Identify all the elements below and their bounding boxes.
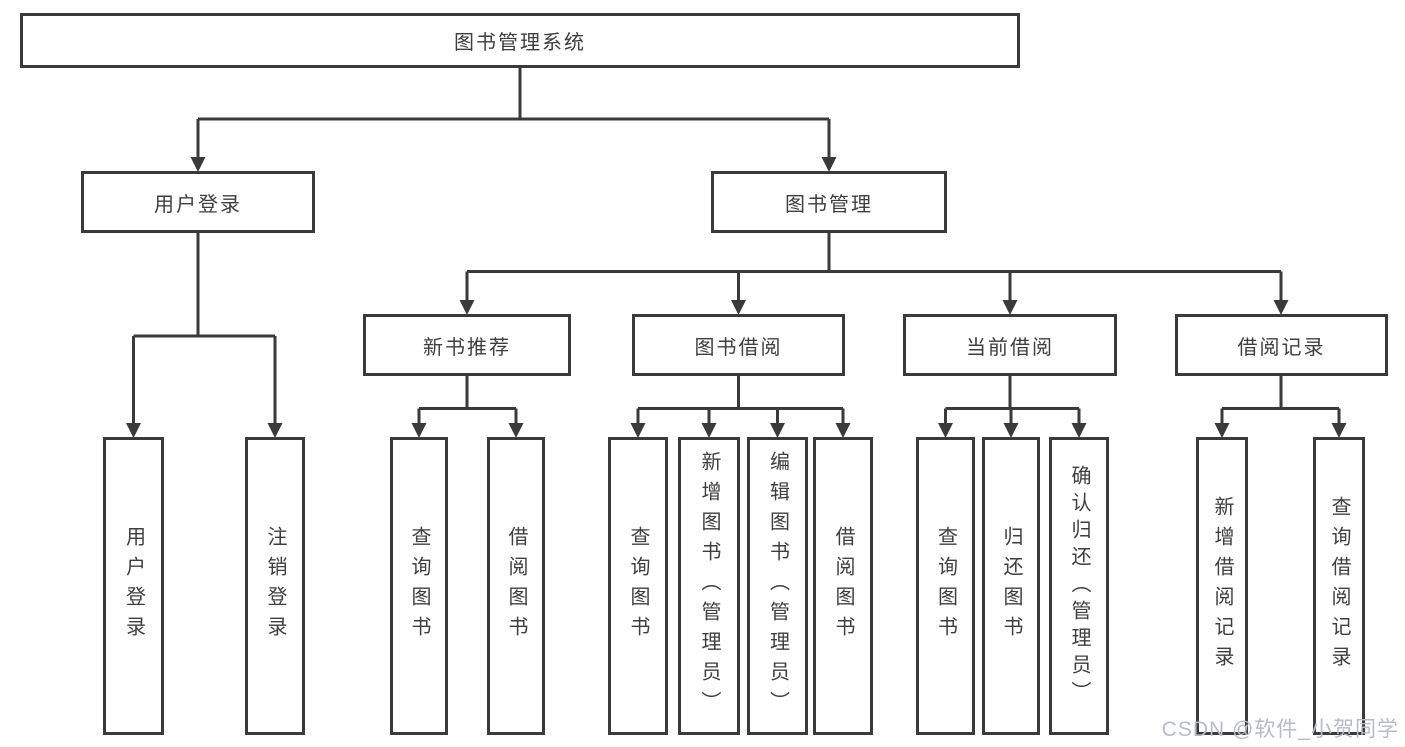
arrowhead-down xyxy=(267,423,283,438)
connector-user-login-to-leaves xyxy=(126,233,283,438)
node-label: 查询图书 xyxy=(408,526,430,646)
node-leaf-cb-return: 归还图书 xyxy=(982,437,1040,735)
node-label: 借阅图书 xyxy=(832,526,854,646)
arrowhead-down xyxy=(835,423,851,438)
node-leaf-bb-borrow: 借阅图书 xyxy=(813,437,873,735)
node-leaf-br-add: 新增借阅记录 xyxy=(1196,437,1248,735)
node-leaf-bb-add: 新增图书（管理员） xyxy=(678,437,740,735)
arrowhead-down xyxy=(1273,300,1289,315)
node-label: 编辑图书（管理员） xyxy=(766,451,789,721)
node-new-book-rec: 新书推荐 xyxy=(363,314,571,376)
node-label: 归还图书 xyxy=(1000,526,1022,646)
node-book-mgmt: 图书管理 xyxy=(711,171,947,233)
node-label: 借阅图书 xyxy=(505,526,527,646)
connector-book-mgmt-to-level3 xyxy=(459,233,1289,315)
arrowhead-down xyxy=(630,423,646,438)
node-leaf-br-query: 查询借阅记录 xyxy=(1313,437,1365,735)
connector-borrow-record-to-leaves xyxy=(1214,376,1347,438)
arrowhead-down xyxy=(508,423,524,438)
arrowhead-down xyxy=(701,423,717,438)
connector-new-book-to-leaves xyxy=(411,376,524,438)
node-leaf-cb-query: 查询图书 xyxy=(916,437,975,735)
node-root: 图书管理系统 xyxy=(20,13,1020,68)
node-leaf-user-login: 用户登录 xyxy=(103,437,164,735)
node-leaf-bb-query: 查询图书 xyxy=(608,437,668,735)
arrowhead-down xyxy=(459,300,475,315)
node-label: 查询图书 xyxy=(934,526,957,646)
node-leaf-nb-query: 查询图书 xyxy=(390,437,448,735)
arrowhead-down xyxy=(1214,423,1230,438)
node-label: 新增图书（管理员） xyxy=(698,451,720,721)
arrowhead-down xyxy=(126,423,141,438)
arrowhead-down xyxy=(190,157,206,172)
node-leaf-cb-confirm: 确认归还（管理员） xyxy=(1049,437,1109,735)
arrowhead-down xyxy=(1002,300,1018,315)
arrowhead-down xyxy=(1003,423,1019,438)
node-label: 用户登录 xyxy=(122,526,145,646)
node-label: 新增借阅记录 xyxy=(1211,496,1233,676)
connector-current-borrow-to-leaves xyxy=(938,376,1087,438)
node-label: 注销登录 xyxy=(264,526,286,646)
node-leaf-bb-edit: 编辑图书（管理员） xyxy=(747,437,808,735)
arrowhead-down xyxy=(938,423,953,438)
arrowhead-down xyxy=(821,157,837,172)
arrowhead-down xyxy=(1331,423,1347,438)
node-label: 查询借阅记录 xyxy=(1328,496,1350,676)
node-label: 确认归还（管理员） xyxy=(1068,464,1090,708)
node-borrow-record: 借阅记录 xyxy=(1175,314,1388,376)
node-leaf-logout: 注销登录 xyxy=(245,437,305,735)
watermark: CSDN @软件_小贺同学 xyxy=(1161,718,1399,741)
connector-root-to-level2 xyxy=(190,68,837,172)
node-label: 查询图书 xyxy=(627,526,649,646)
node-current-borrow: 当前借阅 xyxy=(903,314,1117,376)
arrowhead-down xyxy=(731,300,746,315)
arrowhead-down xyxy=(770,423,785,438)
arrowhead-down xyxy=(1071,423,1087,438)
arrowhead-down xyxy=(411,423,427,438)
node-book-borrow: 图书借阅 xyxy=(632,314,845,376)
node-user-login: 用户登录 xyxy=(81,171,315,233)
connector-book-borrow-to-leaves xyxy=(630,376,851,438)
node-leaf-nb-borrow: 借阅图书 xyxy=(487,437,545,735)
